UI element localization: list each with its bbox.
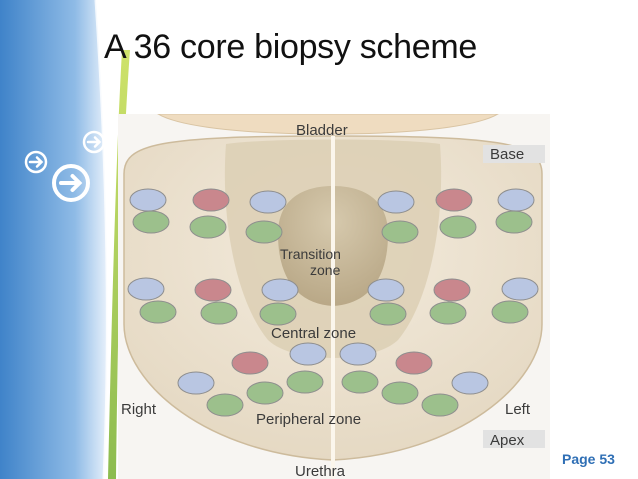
biopsy-core-blue (451, 371, 489, 395)
apex-band (483, 430, 545, 448)
biopsy-core-red (192, 188, 230, 212)
biopsy-core-blue (261, 278, 299, 302)
biopsy-core-green (286, 370, 324, 394)
biopsy-core-blue (249, 190, 287, 214)
page-number: Page 53 (562, 451, 615, 467)
label-left: Left (505, 401, 531, 418)
biopsy-core-green (421, 393, 459, 417)
slide-title: A 36 core biopsy scheme (104, 28, 477, 66)
biopsy-core-green (429, 301, 467, 325)
biopsy-core-green (369, 302, 407, 326)
biopsy-cores (127, 188, 539, 417)
urethra-line (331, 136, 335, 479)
bladder-shape (157, 114, 499, 135)
biopsy-core-green (259, 302, 297, 326)
biopsy-core-blue (501, 277, 539, 301)
label-base: Base (490, 146, 524, 163)
biopsy-core-red (395, 351, 433, 375)
base-band (483, 145, 545, 163)
label-right: Right (121, 401, 157, 418)
biopsy-core-red (433, 278, 471, 302)
biopsy-core-green (132, 210, 170, 234)
biopsy-core-green (206, 393, 244, 417)
biopsy-core-blue (289, 342, 327, 366)
biopsy-core-green (491, 300, 529, 324)
biopsy-core-blue (177, 371, 215, 395)
label-bladder: Bladder (296, 122, 348, 139)
biopsy-core-green (495, 210, 533, 234)
biopsy-core-green (189, 215, 227, 239)
label-peripheral-zone: Peripheral zone (256, 411, 361, 428)
biopsy-core-green (139, 300, 177, 324)
biopsy-core-blue (339, 342, 377, 366)
prostate-biopsy-diagram: Base Apex Bladder Transition zone Centra… (118, 114, 550, 479)
biopsy-core-green (439, 215, 477, 239)
biopsy-core-green (381, 220, 419, 244)
biopsy-core-blue (377, 190, 415, 214)
arrow-circle-icon (24, 150, 48, 174)
biopsy-core-red (194, 278, 232, 302)
biopsy-core-red (435, 188, 473, 212)
biopsy-core-green (200, 301, 238, 325)
label-urethra: Urethra (295, 463, 346, 479)
label-transition-zone-line1: Transition (280, 246, 341, 262)
biopsy-core-red (231, 351, 269, 375)
biopsy-core-blue (367, 278, 405, 302)
biopsy-core-blue (127, 277, 165, 301)
biopsy-core-green (245, 220, 283, 244)
biopsy-core-green (381, 381, 419, 405)
biopsy-core-blue (129, 188, 167, 212)
biopsy-core-green (246, 381, 284, 405)
label-apex: Apex (490, 432, 525, 449)
arrow-circle-large-icon (52, 164, 90, 202)
arrow-circle-icon (82, 130, 106, 154)
label-transition-zone-line2: zone (310, 262, 341, 278)
biopsy-core-blue (497, 188, 535, 212)
biopsy-core-green (341, 370, 379, 394)
label-central-zone: Central zone (271, 325, 356, 342)
